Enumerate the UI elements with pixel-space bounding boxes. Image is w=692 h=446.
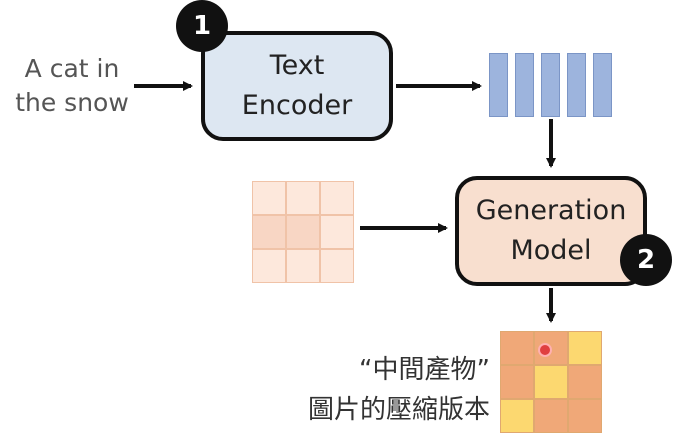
- output-cell: [500, 331, 534, 365]
- embedding-vector: [567, 53, 586, 117]
- step-1-badge: 1: [176, 0, 228, 52]
- noise-cell: [320, 215, 354, 249]
- output-cell: [500, 399, 534, 433]
- cursor-dot: [538, 343, 552, 357]
- generation-model-label: Generation Model: [475, 195, 627, 266]
- embedding-vector: [515, 53, 534, 117]
- output-cell: [534, 399, 568, 433]
- noise-cell: [286, 249, 320, 283]
- embedding-vector: [489, 53, 508, 117]
- output-cell: [568, 365, 602, 399]
- noise-cell: [320, 249, 354, 283]
- noise-cell: [252, 249, 286, 283]
- output-cell: [500, 365, 534, 399]
- embedding-vector: [593, 53, 612, 117]
- noise-cell: [286, 181, 320, 215]
- step-2-badge: 2: [620, 234, 672, 286]
- noise-cell: [320, 181, 354, 215]
- generation-model-box: Generation Model: [455, 176, 647, 286]
- noise-cell: [286, 215, 320, 249]
- output-caption: “中間產物” 圖片的壓縮版本: [307, 355, 490, 425]
- noise-grid: [252, 181, 354, 283]
- embedding-vector: [541, 53, 560, 117]
- output-cell: [534, 365, 568, 399]
- noise-cell: [252, 215, 286, 249]
- output-cell: [568, 399, 602, 433]
- noise-cell: [252, 181, 286, 215]
- compressed-output-grid: [500, 331, 602, 433]
- text-encoder-label: Text Encoder: [241, 50, 353, 121]
- output-cell: [568, 331, 602, 365]
- input-prompt: A cat in the snow: [15, 54, 129, 117]
- text-encoder-box: Text Encoder: [201, 31, 393, 141]
